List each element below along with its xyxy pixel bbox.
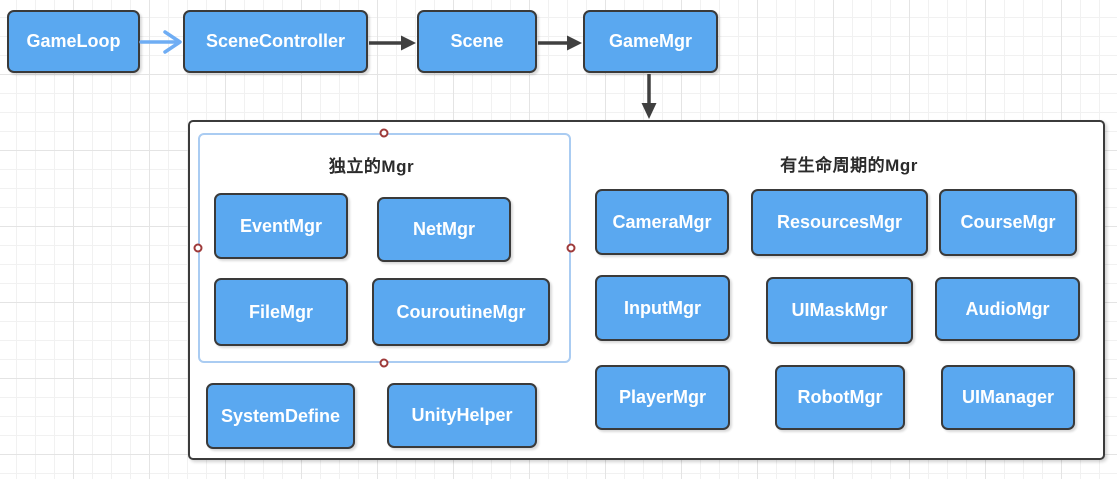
arrow-gameloop-to-scenecontroller[interactable] [139,30,182,54]
node-netmgr[interactable]: NetMgr [377,197,511,262]
node-scene[interactable]: Scene [417,10,537,73]
arrow-scenecontroller-to-scene[interactable] [369,35,416,51]
arrow-gamemgr-to-container[interactable] [641,74,657,119]
node-scenecontroller[interactable]: SceneController [183,10,368,73]
node-uimaskmgr[interactable]: UIMaskMgr [766,277,913,344]
node-cameramgr[interactable]: CameraMgr [595,189,729,255]
node-gameloop[interactable]: GameLoop [7,10,140,73]
node-eventmgr[interactable]: EventMgr [214,193,348,259]
selection-handle-bottom[interactable] [379,358,389,368]
node-inputmgr[interactable]: InputMgr [595,275,730,341]
node-couroutinemgr[interactable]: CouroutineMgr [372,278,550,346]
node-robotmgr[interactable]: RobotMgr [775,365,905,430]
selection-handle-top[interactable] [379,128,389,138]
node-filemgr[interactable]: FileMgr [214,278,348,346]
node-gamemgr[interactable]: GameMgr [583,10,718,73]
arrow-scene-to-gamemgr[interactable] [538,35,582,51]
node-playermgr[interactable]: PlayerMgr [595,365,730,430]
selection-handle-right[interactable] [566,243,576,253]
node-uimanager[interactable]: UIManager [941,365,1075,430]
lifecycle-group-title: 有生命周期的Mgr [780,156,918,175]
node-resourcesmgr[interactable]: ResourcesMgr [751,189,928,256]
node-systemdefine[interactable]: SystemDefine [206,383,355,449]
independent-group-title: 独立的Mgr [328,157,415,176]
node-unityhelper[interactable]: UnityHelper [387,383,537,448]
node-coursemgr[interactable]: CourseMgr [939,189,1077,256]
node-audiomgr[interactable]: AudioMgr [935,277,1080,341]
selection-handle-left[interactable] [193,243,203,253]
